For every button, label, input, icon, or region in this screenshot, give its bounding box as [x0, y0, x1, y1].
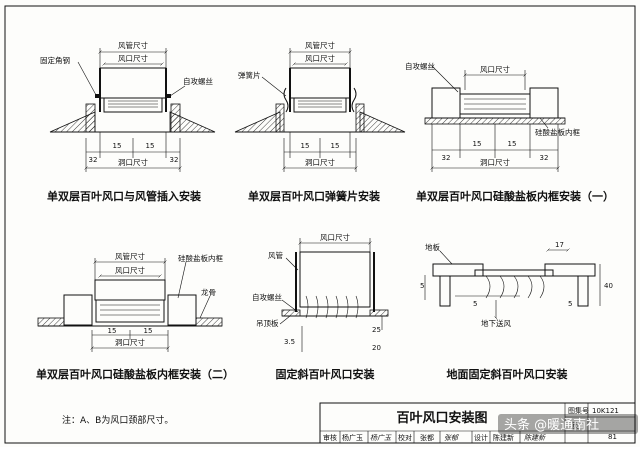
dim-opening-size: 洞口尺寸 [118, 157, 148, 167]
dim-15-left: 15 [108, 327, 117, 335]
caption-diagram-6: 地面固定斜百叶风口安装 [447, 367, 568, 381]
atlas-no-label: 图集号 [568, 406, 589, 415]
signoff-7: 陈建新 [493, 433, 514, 442]
label-joist: 龙骨 [201, 287, 216, 297]
title-block: 百叶风口安装图 图集号 10K121 页 81 审核 杨广玉 杨广玉 校对 张都… [319, 402, 636, 444]
caption-diagram-2: 单双层百叶风口弹簧片安装 [248, 189, 380, 203]
label-duct: 风管 [268, 250, 283, 260]
dim-15-right: 15 [331, 142, 340, 150]
label-duct-size: 风管尺寸 [305, 40, 335, 50]
label-duct-size: 风管尺寸 [115, 251, 145, 261]
dim-20: 20 [372, 344, 381, 352]
label-underfloor-supply: 地下送风 [481, 318, 511, 328]
signoff-4: 张都 [420, 433, 434, 442]
dim-32-left: 32 [442, 154, 451, 162]
dim-3-5: 3.5 [284, 338, 295, 346]
caption-diagram-3: 单双层百叶风口硅酸盐板内框安装（一） [416, 189, 614, 203]
diagram-6: 5 地板 17 40 5 5 地下送风 地面固定斜百叶风口安装 [420, 241, 613, 381]
diagram-5: 风口尺寸 风管 自攻螺丝 吊顶板 25 3.5 20 固定斜百叶风口安装 [252, 232, 389, 381]
sheet-title: 百叶风口安装图 [396, 410, 487, 426]
dim-5-left: 5 [420, 282, 424, 290]
caption-diagram-5: 固定斜百叶风口安装 [276, 367, 375, 381]
label-duct-size: 风管尺寸 [118, 40, 148, 50]
signoff-2-signature: 杨广玉 [370, 434, 392, 442]
label-fixing-angle: 固定角钢 [40, 55, 70, 65]
label-screw: 自攻螺丝 [405, 61, 435, 71]
signoff-1: 杨广玉 [342, 433, 363, 442]
label-outlet-size: 风口尺寸 [305, 53, 335, 63]
dim-15-left: 15 [301, 142, 310, 150]
label-outlet-size: 风口尺寸 [118, 53, 148, 63]
label-outlet-size: 风口尺寸 [320, 232, 350, 242]
diagram-1: 风管尺寸 风口尺寸 固定角钢 自攻螺丝 32 15 15 [40, 40, 216, 203]
watermark: 头条 @暖通南社 [498, 414, 638, 434]
dim-32-right: 32 [540, 154, 549, 162]
dim-15-right: 15 [508, 140, 517, 148]
dim-15-right: 15 [146, 142, 155, 150]
label-outlet-size: 风口尺寸 [115, 265, 145, 275]
dim-opening-size: 洞口尺寸 [115, 337, 145, 347]
diagram-3: 风口尺寸 自攻螺丝 硅酸盐板内框 32 15 15 32 洞口尺寸 单双层百叶风… [405, 61, 614, 203]
signoff-8-signature: 陈建新 [524, 434, 546, 442]
diagram-2: 风管尺寸 风口尺寸 弹簧片 15 15 洞口尺寸 单双层百叶风口弹簧片安装 [234, 40, 406, 203]
dim-15-right: 15 [144, 327, 153, 335]
signoff-3: 校对 [398, 433, 412, 442]
dim-opening-size: 洞口尺寸 [305, 157, 335, 167]
label-screw: 自攻螺丝 [183, 76, 213, 86]
signoff-6: 设计 [474, 433, 488, 442]
signoff-0: 审核 [323, 433, 337, 442]
watermark-text: 头条 @暖通南社 [504, 417, 599, 433]
label-outlet-size: 风口尺寸 [480, 64, 510, 74]
page-label: 页 [572, 422, 579, 430]
label-spring-clip: 弹簧片 [238, 70, 261, 80]
dim-32-right: 32 [170, 156, 179, 164]
dim-15-left: 15 [113, 142, 122, 150]
dim-32-left: 32 [89, 156, 98, 164]
label-silicate-frame: 硅酸盐板内框 [178, 253, 223, 263]
label-ceiling-board: 吊顶板 [256, 318, 279, 328]
atlas-no: 10K121 [592, 407, 619, 415]
caption-diagram-1: 单双层百叶风口与风管插入安装 [47, 189, 201, 203]
sheet-note: 注：A、B为风口颈部尺寸。 [62, 414, 173, 426]
caption-diagram-4: 单双层百叶风口硅酸盐板内框安装（二） [36, 367, 234, 381]
dim-40-right: 40 [604, 282, 613, 290]
dim-17: 17 [555, 241, 564, 249]
dim-15-left: 15 [473, 140, 482, 148]
page-no: 81 [608, 433, 617, 441]
label-screw: 自攻螺丝 [252, 292, 282, 302]
dim-5-bottom-left: 5 [473, 300, 477, 308]
dim-5-bottom-right: 5 [568, 300, 572, 308]
diagram-4: 风管尺寸 风口尺寸 硅酸盐板内框 龙骨 15 15 洞口尺寸 单双层百叶风口硅酸… [36, 251, 234, 381]
dim-opening-size: 洞口尺寸 [480, 157, 510, 167]
signoff-5-signature: 张郁 [444, 434, 459, 442]
label-floor: 地板 [425, 242, 440, 252]
dim-25: 25 [372, 326, 381, 334]
